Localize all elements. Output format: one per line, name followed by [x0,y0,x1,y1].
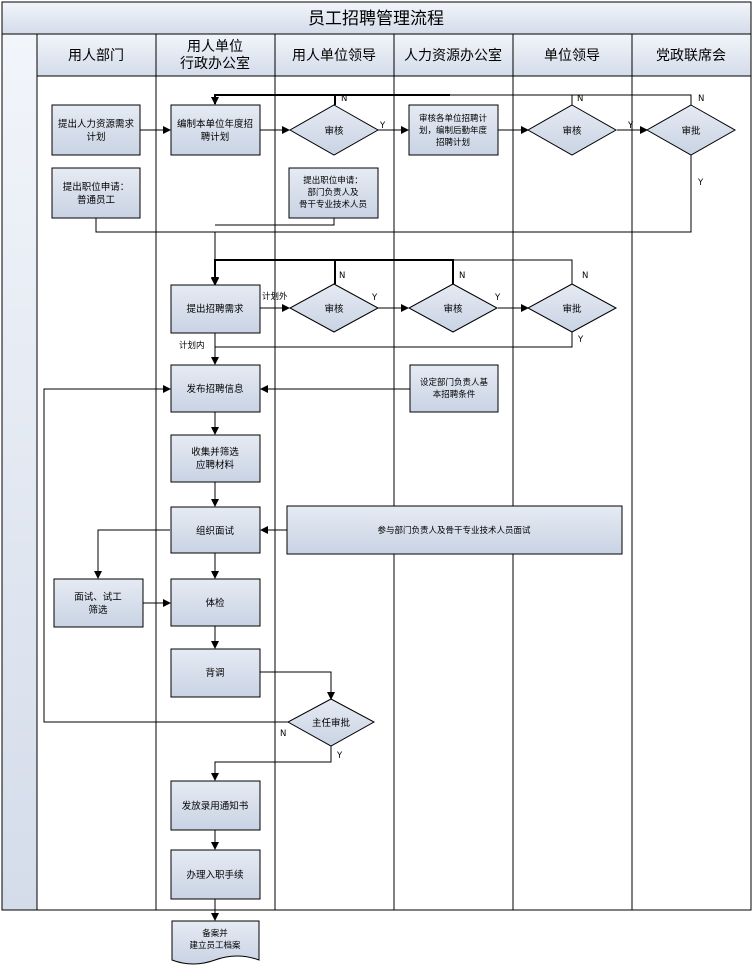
decision-approve-2: 审批 [526,283,618,333]
label-n-review-3: N [339,271,345,281]
label-n-review-2: N [577,94,583,104]
svg-text:收集并筛选应聘材料: 收集并筛选应聘材料 [191,446,239,471]
svg-text:办理入职手续: 办理入职手续 [186,869,244,881]
svg-text:提出职位申请：部门负责人及骨干专业技术人员: 提出职位申请：部门负责人及骨干专业技术人员 [299,175,367,210]
svg-text:审核: 审核 [562,125,582,137]
label-n-review-4: N [459,271,465,281]
svg-text:参与部门负责人及骨干专业技术人员面试: 参与部门负责人及骨干专业技术人员面试 [377,525,531,536]
svg-text:审核各单位招聘计划，编制后勤年度招聘计划: 审核各单位招聘计划，编制后勤年度招聘计划 [419,113,488,148]
lane-dividers [155,34,633,910]
lane-header-user-dept: 用人部门 [68,48,124,64]
process-set-conditions: 设定部门负责人基本招聘条件 [409,364,499,413]
lane-header-hr-office: 人力资源办公室 [404,47,502,64]
lane-header-unit-leader: 用人单位领导 [292,48,376,64]
svg-text:设定部门负责人基本招聘条件: 设定部门负责人基本招聘条件 [420,377,489,400]
decision-approve-1: 审批 [645,104,737,156]
label-in-plan: 计划内 [179,340,205,351]
decision-review-3: 审核 [288,283,380,333]
svg-text:备案并建立员工档案: 备案并建立员工档案 [189,928,241,951]
process-join-interview: 参与部门负责人及骨干专业技术人员面试 [286,505,623,555]
lane-headers: 用人部门 用人单位行政办公室 用人单位领导 人力资源办公室 单位领导 党政联席会 [68,39,726,72]
svg-text:发布招聘信息: 发布招聘信息 [186,383,243,395]
label-n-approve-1: N [698,94,704,104]
lane-header-admin-office: 用人单位行政办公室 [180,39,250,72]
process-apply-normal: 提出职位申请：普通员工 [51,167,141,219]
svg-text:提出人力资源需求计划: 提出人力资源需求计划 [58,118,135,143]
svg-text:审核: 审核 [443,303,463,315]
lane-header-party-committee: 党政联席会 [656,48,726,64]
decision-review-1: 审核 [288,104,380,156]
decision-director-approve: 主任审批 [286,698,376,747]
decision-review-4: 审核 [407,283,499,333]
edge-labels: N Y N Y N Y 计划外 计划内 N Y N Y N Y N Y [179,94,704,761]
label-y-review-1: Y [379,121,386,131]
process-background-check: 背调 [170,648,261,698]
svg-text:审核: 审核 [324,125,344,137]
process-compile-annual-plan: 编制本单位年度招聘计划 [170,104,261,156]
svg-text:审核: 审核 [324,303,344,315]
svg-text:背调: 背调 [205,667,224,679]
process-propose-demand: 提出招聘需求 [170,284,261,334]
process-interview-trial: 面试、试工筛选 [53,578,144,628]
svg-text:审批: 审批 [681,125,701,137]
label-y-approve-2: Y [577,335,584,345]
label-y-review-2: Y [627,121,634,131]
svg-text:主任审批: 主任审批 [312,717,351,729]
svg-text:组织面试: 组织面试 [196,525,235,537]
label-n-director: N [280,729,286,739]
svg-text:体检: 体检 [205,597,225,609]
process-physical-exam: 体检 [170,578,261,627]
process-collect-screen: 收集并筛选应聘材料 [170,434,261,483]
label-n-approve-2: N [582,271,588,281]
svg-text:提出招聘需求: 提出招聘需求 [186,303,244,315]
decision-review-2: 审核 [526,104,618,156]
svg-text:面试、试工筛选: 面试、试工筛选 [74,591,122,616]
process-apply-senior: 提出职位申请：部门负责人及骨干专业技术人员 [288,167,379,219]
process-hr-review-plan: 审核各单位招聘计划，编制后勤年度招聘计划 [408,104,499,156]
label-y-review-3: Y [371,293,378,303]
label-y-review-4: Y [494,293,501,303]
document-archive: 备案并建立员工档案 [171,920,260,965]
nodes: 提出人力资源需求计划 编制本单位年度招聘计划 审核 审核各单位招聘计划，编制后勤… [51,104,737,965]
process-issue-offer: 发放录用通知书 [170,780,261,831]
process-organize-interview: 组织面试 [170,506,261,554]
svg-text:审批: 审批 [562,303,582,315]
svg-text:发放录用通知书: 发放录用通知书 [182,800,249,812]
diagram-title: 员工招聘管理流程 [308,9,444,29]
label-y-approve-1: Y [697,178,704,188]
label-out-of-plan: 计划外 [262,291,288,302]
connectors [43,94,692,921]
process-onboarding: 办理入职手续 [170,849,261,900]
process-publish-info: 发布招聘信息 [170,364,261,413]
label-n-review-1: N [341,94,347,104]
process-propose-hr-plan: 提出人力资源需求计划 [51,104,141,156]
svg-text:编制本单位年度招聘计划: 编制本单位年度招聘计划 [177,118,253,143]
lane-header-leader: 单位领导 [544,48,600,64]
label-y-director: Y [336,751,343,761]
svg-text:提出职位申请：普通员工: 提出职位申请：普通员工 [63,181,130,206]
